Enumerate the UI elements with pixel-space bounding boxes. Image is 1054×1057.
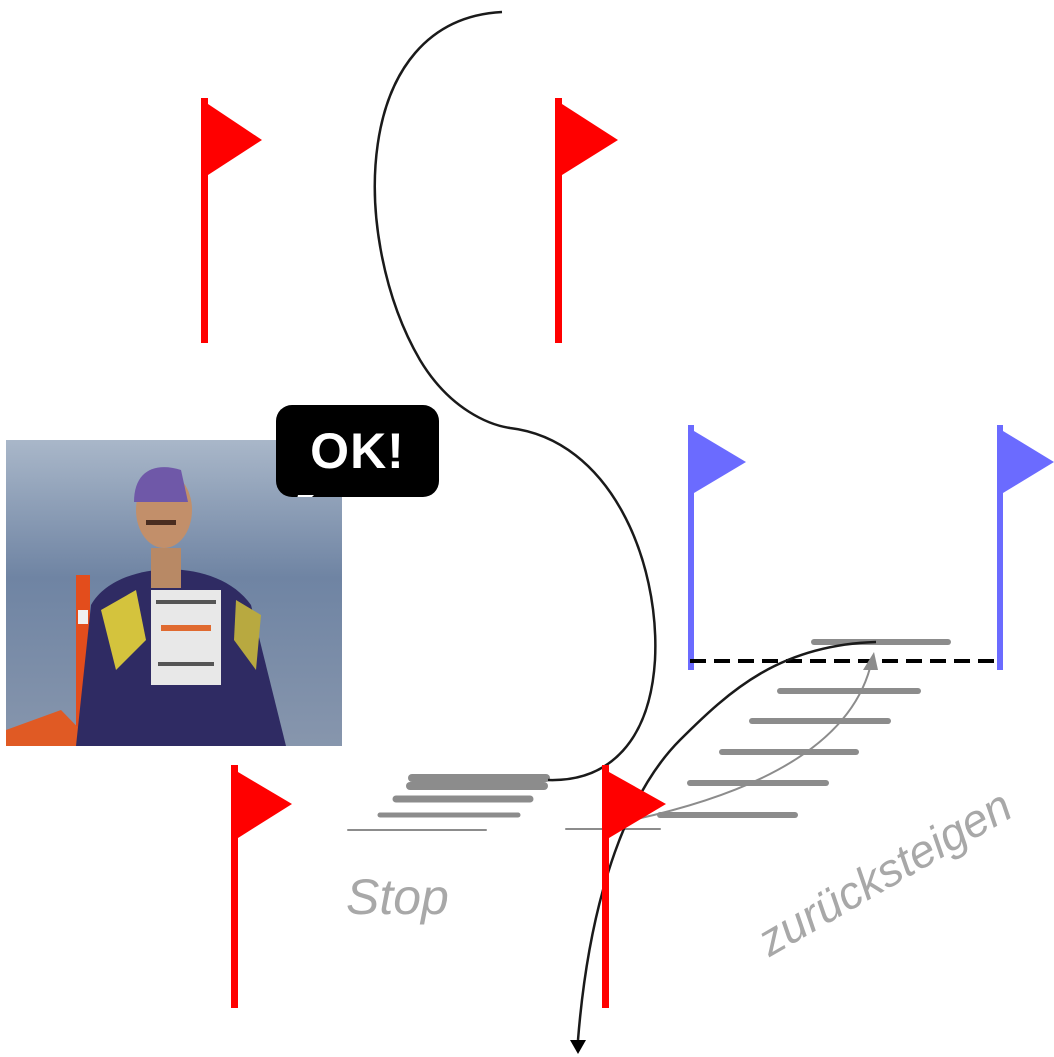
red-flag-icon xyxy=(602,765,666,1008)
red-flag-icon xyxy=(201,98,262,343)
climb-back-arrow xyxy=(631,667,871,821)
stop-label: Stop xyxy=(346,869,449,925)
arrow-down-icon xyxy=(570,1040,586,1054)
ski-track xyxy=(373,10,657,782)
sidestep-marks xyxy=(657,639,951,818)
blue-flag-icon xyxy=(997,425,1054,670)
blue-flag-icon xyxy=(688,425,746,670)
speech-text: OK! xyxy=(310,423,405,479)
arrow-up-icon xyxy=(863,652,878,670)
skier-photo xyxy=(6,440,342,746)
ski-track-continue xyxy=(576,640,877,1041)
red-flag-icon xyxy=(231,765,292,1008)
red-flag-icon xyxy=(555,98,618,343)
speech-bubble xyxy=(276,405,439,497)
